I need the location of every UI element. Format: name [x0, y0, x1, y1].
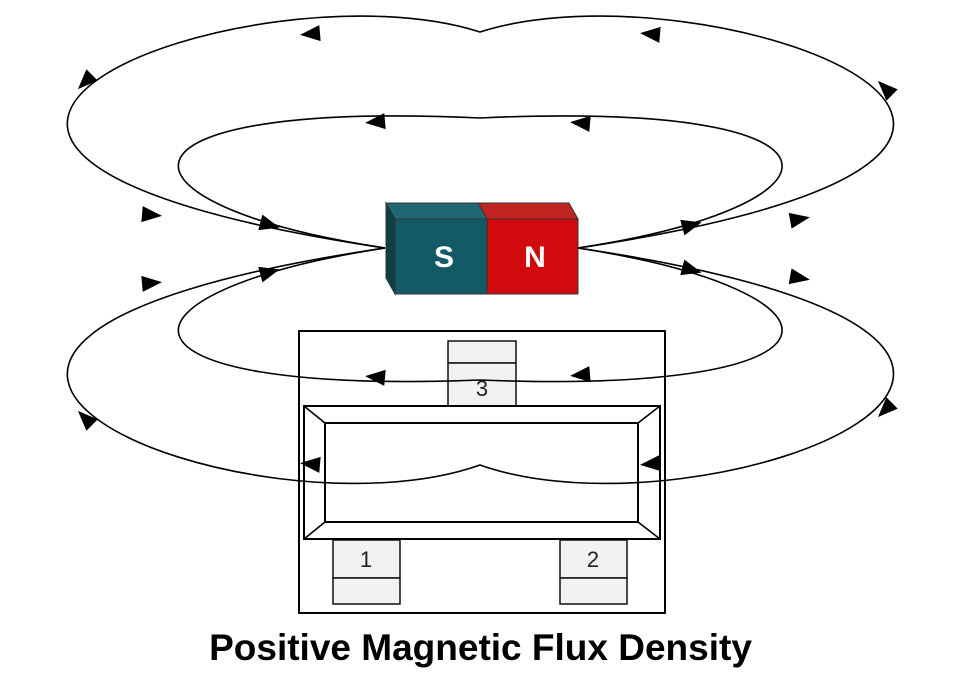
field-arrow-icon	[365, 113, 386, 130]
field-arrow-icon	[141, 275, 162, 292]
pin-2-label: 2	[587, 547, 599, 572]
field-arrow-icon	[300, 456, 321, 473]
magnet-north-pole	[486, 218, 579, 295]
pin-2: 2	[559, 539, 628, 605]
field-arrow-icon	[877, 397, 898, 418]
field-arrow-icon	[258, 214, 280, 231]
field-arrow-icon	[258, 266, 280, 283]
pin-3: 3	[447, 340, 517, 407]
field-arrow-icon	[570, 366, 591, 383]
field-arrow-icon	[77, 69, 98, 90]
field-arrow-icon	[680, 219, 702, 236]
field-arrows	[77, 25, 898, 473]
field-arrow-icon	[680, 259, 702, 276]
field-arrow-icon	[570, 115, 591, 132]
field-arrow-icon	[788, 268, 810, 285]
diagram-caption: Positive Magnetic Flux Density	[209, 627, 752, 668]
field-lines	[66, 15, 895, 485]
magnet-south-pole	[394, 218, 488, 295]
field-line-outer-top	[66, 15, 895, 249]
field-arrow-icon	[788, 212, 810, 229]
magnet-top-face-south	[385, 202, 488, 220]
field-arrow-icon	[640, 455, 661, 472]
pin-1: 1	[332, 539, 401, 605]
bar-magnet: S N	[385, 201, 579, 296]
field-line-inner-bottom	[177, 247, 783, 383]
field-arrow-icon	[77, 410, 98, 431]
field-arrow-icon	[300, 25, 321, 42]
field-arrow-icon	[877, 80, 898, 101]
pin-3-label: 3	[476, 376, 488, 401]
field-arrow-icon	[640, 26, 661, 43]
field-arrow-icon	[365, 369, 386, 386]
pin-1-label: 1	[360, 547, 372, 572]
field-arrow-icon	[141, 206, 162, 223]
magnet-side-face	[385, 201, 396, 296]
sensor-package: 3 1 2	[298, 330, 666, 614]
field-line-outer-bottom	[66, 247, 895, 485]
field-line-inner-top	[177, 115, 783, 249]
north-pole-label: N	[524, 241, 546, 274]
package-body	[303, 405, 661, 540]
south-pole-label: S	[434, 241, 454, 274]
